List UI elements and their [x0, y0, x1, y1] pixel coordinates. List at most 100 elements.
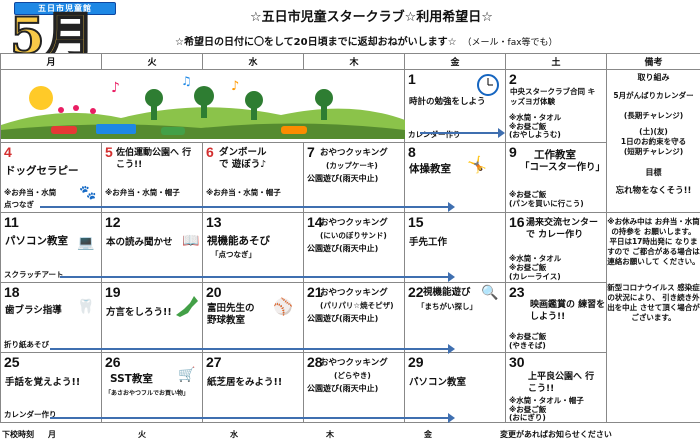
date-number: 25 — [4, 354, 20, 370]
notes-block-1: 取り組み 5月がんばりカレンダー (長期チャレンジ) (土)(友) 1日のお約束… — [606, 69, 700, 213]
dismissal-mon: 月 — [48, 430, 56, 439]
event-label: 視機能遊び — [423, 287, 471, 298]
day-9[interactable]: 9 工作教室 「コースター作り」 ※お昼ご飯 (パンを買いに行こう) — [505, 142, 607, 213]
day-30[interactable]: 30 上平良公園へ 行こう!! ※水筒・タオル・帽子 ※お昼ご飯 (おにぎり) — [505, 352, 607, 423]
day-14[interactable]: 14 おやつクッキング (にいのぼりサンド) 公園遊び(雨天中止) — [303, 212, 405, 283]
goal-heading: 目標 — [645, 168, 662, 177]
day-2[interactable]: 2 中央スタークラブ合同 キッズヨガ体験 ※水筒・タオル ※お昼ご飯 (おやしよ… — [505, 69, 607, 143]
item-note: 公園遊び(雨天中止) — [307, 244, 379, 253]
date-number: 27 — [206, 354, 222, 370]
magnifier-icon: 🔍 — [481, 285, 499, 301]
event-detail: (カップケーキ) — [326, 161, 378, 170]
item-note: ※お昼ご飯 — [509, 190, 547, 199]
day-19[interactable]: 19 方言をしろう!! — [101, 282, 203, 353]
date-number: 13 — [206, 214, 222, 230]
instruction-text: ☆希望日の日付に〇をして20日頃までに返却おねがいします☆（メール・fax等でも… — [175, 33, 558, 48]
clock-icon — [477, 74, 499, 96]
event-label: おやつクッキング — [320, 148, 388, 158]
item-note: 公園遊び(雨天中止) — [307, 384, 379, 393]
dismissal-fri: 金 — [424, 430, 432, 439]
day-29[interactable]: 29 パソコン教室 — [404, 352, 506, 423]
day-13[interactable]: 13 視機能あそび 「点つなぎ」 — [202, 212, 304, 283]
day-15[interactable]: 15 手先工作 — [404, 212, 506, 283]
day-22[interactable]: 22 視機能遊び 「まちがい探し」 🔍 — [404, 282, 506, 353]
event-label: 歯ブラシ指導 — [5, 305, 62, 316]
day-7[interactable]: 7 おやつクッキング (カップケーキ) 公園遊び(雨天中止) — [303, 142, 405, 213]
day-12[interactable]: 12 本の読み聞かせ 📖 — [101, 212, 203, 283]
date-number: 18 — [4, 284, 20, 300]
notes-text: (土)(友) — [639, 127, 668, 136]
japan-map-icon — [176, 296, 198, 317]
date-number: 12 — [105, 214, 121, 230]
event-label: 方言をしろう!! — [106, 307, 172, 318]
event-label: ドッグセラピー — [5, 165, 79, 177]
dismissal-wed: 水 — [230, 430, 238, 439]
notes-text: 5月がんばりカレンダー — [613, 91, 694, 100]
item-note: (やきそば) — [509, 341, 546, 350]
activity-note: スクラッチアート — [4, 270, 64, 279]
event-label: 本の読み聞かせ — [106, 237, 173, 248]
event-detail: 「あさおやつフルでお買い物」 — [105, 390, 190, 397]
paw-icon: 🐾 — [79, 185, 97, 201]
event-detail: 「点つなぎ」 — [211, 250, 256, 259]
event-label: 映画鑑賞の 練習をしよう!! — [530, 300, 606, 322]
dismissal-thu: 木 — [326, 430, 334, 439]
day-5[interactable]: 5 佐伯運動公園へ 行こう!! ※お弁当・水筒・帽子 — [101, 142, 203, 213]
notes-block-2: ※お休み中は お弁当・水筒の持参を お願いします。 平日は17時出発に なります… — [606, 212, 700, 423]
date-number: 8 — [408, 144, 416, 160]
item-note: (カレーライス) — [509, 272, 561, 281]
covid-notice: 新型コロナウイルス 感染症の状況により、 引き続き外出を中止 させて頂く場合が … — [607, 283, 700, 322]
item-note: ※お昼ご飯 — [509, 263, 547, 272]
event-label: 体操教室 — [409, 163, 451, 175]
day-20[interactable]: 20 富田先生の 野球教室 ⚾ — [202, 282, 304, 353]
notes-heading: 取り組み — [637, 73, 670, 82]
event-label: SST教室 — [110, 373, 153, 385]
item-note: (パンを買いに行こう) — [509, 199, 584, 208]
weekday-mon: 月 — [0, 53, 102, 70]
date-number: 16 — [509, 214, 525, 230]
weekday-thu: 木 — [303, 53, 405, 70]
event-label: パソコン教室 — [409, 377, 467, 388]
day-1[interactable]: 1 時計の勉強をしよう カレンダー作り — [404, 69, 506, 143]
book-icon: 📖 — [182, 233, 200, 249]
date-number: 29 — [408, 354, 424, 370]
date-number: 20 — [206, 284, 222, 300]
item-note: ※水筒・タオル — [509, 254, 562, 263]
day-27[interactable]: 27 紙芝居をみよう!! — [202, 352, 304, 423]
day-25[interactable]: 25 手話を覚えよう!! カレンダー作り — [0, 352, 102, 423]
notes-text: (長期チャレンジ) — [623, 111, 684, 120]
event-detail: 「コースター作り」 — [520, 162, 606, 173]
event-detail: (どらやき) — [334, 371, 371, 380]
day-16[interactable]: 16 湯来交流センターで カレー作り ※水筒・タオル ※お昼ご飯 (カレーライス… — [505, 212, 607, 283]
item-note: ※水筒・タオル・帽子 — [509, 396, 584, 405]
event-label: 中央スタークラブ合同 キッズヨガ体験 — [510, 87, 596, 106]
calendar-grid: 月 火 水 木 金 土 備考 ♪ ♫ ♪ — [0, 53, 700, 423]
day-28[interactable]: 28 おやつクッキング (どらやき) 公園遊び(雨天中止) — [303, 352, 405, 423]
computer-icon: 💻 — [77, 235, 95, 251]
notes-text: 1日のお約束を守る — [620, 137, 687, 146]
arrow-week5 — [50, 413, 455, 423]
day-26[interactable]: 26 SST教室 「あさおやつフルでお買い物」 🛒 — [101, 352, 203, 423]
day-8[interactable]: 8 体操教室 🤸 — [404, 142, 506, 213]
event-detail: 「まちがい探し」 — [417, 302, 477, 311]
activity-note: カレンダー作り — [408, 130, 461, 139]
date-number: 7 — [307, 144, 315, 160]
event-label: 湯来交流センターで カレー作り — [526, 218, 599, 240]
day-11[interactable]: 11 パソコン教室 💻 スクラッチアート — [0, 212, 102, 283]
day-23[interactable]: 23 映画鑑賞の 練習をしよう!! ※お昼ご飯 (やきそば) — [505, 282, 607, 353]
event-label: おやつクッキング — [320, 358, 388, 368]
day-18[interactable]: 18 歯ブラシ指導 🦷 折り紙あそび — [0, 282, 102, 353]
day-4[interactable]: 4 ドッグセラピー ※お弁当・水筒 🐾 点つなぎ — [0, 142, 102, 213]
logo-ribbon: 五日市児童館 — [14, 2, 116, 15]
day-6[interactable]: 6 ダンボールで 遊ぼう♪ ※お弁当・水筒・帽子 — [202, 142, 304, 213]
dismissal-label: 下校時刻 — [2, 430, 34, 439]
date-number: 5 — [105, 144, 113, 160]
date-number: 6 — [206, 144, 214, 160]
day-21[interactable]: 21 おやつクッキング (パリパリ☆焼そピザ) 公園遊び(雨天中止) — [303, 282, 405, 353]
arrow-week4 — [50, 344, 455, 354]
weekday-sat: 土 — [505, 53, 607, 70]
event-label: 工作教室 — [534, 149, 576, 161]
date-number: 4 — [4, 144, 12, 160]
dismissal-note: 変更があればお知らせください — [500, 430, 612, 439]
